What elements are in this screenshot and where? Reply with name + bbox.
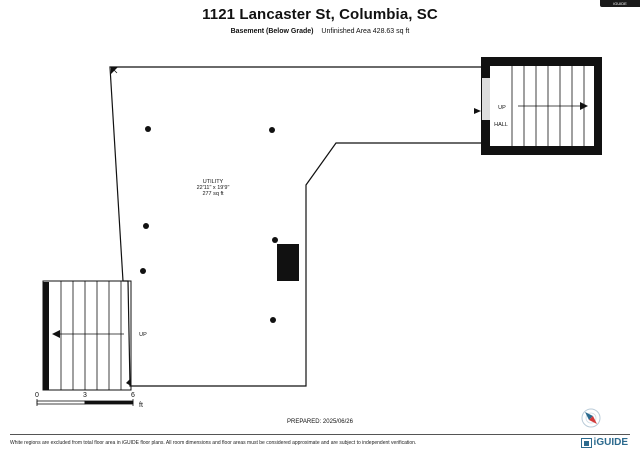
north-marker-icon: [111, 67, 118, 74]
hall-label: HALL: [494, 122, 508, 128]
utility-room-outline: [109, 66, 484, 387]
right-stair-label: UP: [498, 105, 506, 111]
scale-tick-6: 6: [131, 392, 135, 399]
unfinished-area: Unfinished Area 428.63 sq ft: [321, 28, 410, 35]
door-arrow-icon: [474, 108, 481, 114]
corner-marker-icon: [126, 379, 131, 386]
iguide-logo-icon: [580, 437, 592, 448]
support-post: [272, 237, 278, 243]
support-post: [270, 317, 276, 323]
footer-divider: [10, 434, 630, 435]
level-name: Basement (Below Grade): [230, 28, 314, 35]
left-stair-label: UP: [139, 332, 147, 338]
compass-icon: [581, 408, 601, 428]
prepared-date: PREPARED: 2025/06/26: [287, 419, 353, 425]
support-post: [145, 126, 151, 132]
iguide-logo-text: iGUIDE: [593, 437, 628, 448]
scale-tick-3: 3: [83, 392, 87, 399]
scale-bar: [36, 399, 134, 406]
support-post: [140, 268, 146, 274]
support-post: [143, 223, 149, 229]
utility-room-dimensions: 22'11" x 19'9": [197, 185, 230, 191]
iguide-logo: iGUIDE: [580, 437, 628, 448]
chimney-block: [277, 244, 299, 281]
scale-tick-0: 0: [35, 392, 39, 399]
footer-disclaimer: White regions are excluded from total fl…: [10, 440, 417, 446]
utility-room-area: 277 sq ft: [202, 191, 224, 197]
right-stair-block: [474, 57, 602, 155]
floor-level-subtitle: Basement (Below Grade) Unfinished Area 4…: [0, 28, 640, 35]
utility-room-name: UTILITY: [203, 179, 224, 185]
watermark-badge: iGUIDE: [600, 0, 640, 7]
left-stair-block: [42, 280, 132, 391]
page-title: 1121 Lancaster St, Columbia, SC: [202, 6, 438, 23]
support-post: [269, 127, 275, 133]
scale-unit: ft: [139, 402, 143, 409]
